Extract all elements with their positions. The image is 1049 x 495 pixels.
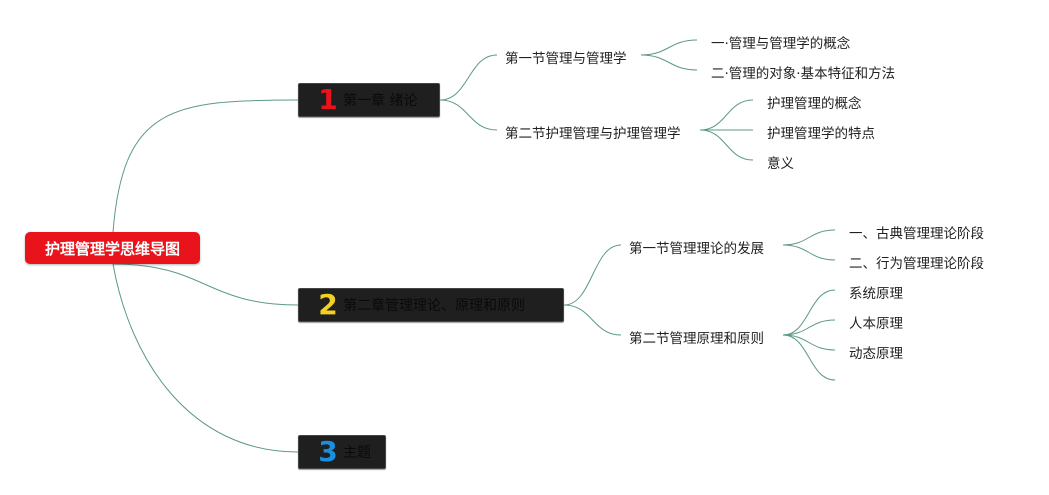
connector-s2-item — [699, 129, 754, 161]
connector-root-ch3 — [112, 263, 299, 453]
chapter-2-node[interactable]: 2 第二章管理理论、原理和原则 — [298, 288, 564, 322]
chapter-1-number: 1 — [318, 83, 338, 116]
connector-ch2-s2 — [563, 304, 622, 336]
chapter-3-label: 主题 — [343, 445, 371, 461]
topic-label: 护理管理的概念 — [767, 96, 862, 112]
topic-item[interactable]: 动态原理 — [849, 342, 903, 362]
section-1-2[interactable]: 第二节护理管理与护理管理学 — [505, 122, 681, 142]
topic-label: 系统原理 — [849, 286, 903, 302]
topic-label: 一·管理与管理学的概念 — [711, 36, 851, 52]
topic-item[interactable]: 二、行为管理理论阶段 — [849, 252, 984, 272]
topic-label: 人本原理 — [849, 316, 903, 332]
connector-s3-item — [782, 229, 836, 246]
connector-root-ch2 — [112, 263, 299, 306]
chapter-2-number: 2 — [318, 288, 338, 321]
connector-s3-item — [782, 244, 836, 261]
topic-label: 意义 — [767, 156, 794, 172]
topic-item[interactable]: 人本原理 — [849, 312, 903, 332]
root-label: 护理管理学思维导图 — [44, 239, 180, 258]
connector-ch2-s1 — [563, 244, 622, 306]
connector-root-ch1 — [112, 99, 299, 233]
section-2-1-label: 第一节管理理论的发展 — [629, 241, 764, 257]
topic-label: 二·管理的对象·基本特征和方法 — [711, 66, 896, 82]
chapter-1-label: 第一章 绪论 — [343, 93, 418, 109]
topic-item[interactable]: 一、古典管理理论阶段 — [849, 222, 984, 242]
chapter-2-label: 第二章管理理论、原理和原则 — [343, 298, 525, 314]
chapter-1-node[interactable]: 1 第一章 绪论 — [298, 83, 440, 117]
connector-ch1-s1 — [439, 54, 498, 101]
connector-ch1-s2 — [439, 99, 498, 131]
topic-label: 二、行为管理理论阶段 — [849, 256, 984, 272]
connector-s1-item — [640, 39, 698, 56]
section-2-2[interactable]: 第二节管理原理和原则 — [629, 327, 764, 347]
topic-item[interactable]: 护理管理的概念 — [767, 92, 862, 112]
topic-label: 动态原理 — [849, 346, 903, 362]
section-2-1[interactable]: 第一节管理理论的发展 — [629, 237, 764, 257]
connector-s1-item — [640, 54, 698, 71]
connector-s4-item — [782, 334, 836, 351]
chapter-3-number: 3 — [318, 435, 338, 468]
topic-item[interactable]: 一·管理与管理学的概念 — [711, 32, 850, 52]
topic-item[interactable]: 系统原理 — [849, 282, 903, 302]
topic-item[interactable]: 意义 — [767, 152, 794, 172]
chapter-3-node[interactable]: 3 主题 — [298, 435, 386, 469]
connector-s4-item — [782, 289, 836, 336]
topic-label: 一、古典管理理论阶段 — [849, 226, 984, 242]
section-1-1-label: 第一节管理与管理学 — [505, 51, 627, 67]
section-1-2-label: 第二节护理管理与护理管理学 — [505, 126, 681, 142]
connector-s4-item — [782, 319, 836, 336]
topic-label: 护理管理学的特点 — [767, 126, 875, 142]
connector-s2-item — [699, 99, 754, 131]
topic-item[interactable]: 护理管理学的特点 — [767, 122, 875, 142]
topic-item[interactable]: 二·管理的对象·基本特征和方法 — [711, 62, 895, 82]
root-node[interactable]: 护理管理学思维导图 — [25, 232, 200, 264]
section-2-2-label: 第二节管理原理和原则 — [629, 331, 764, 347]
connector-s4-item — [782, 334, 836, 381]
section-1-1[interactable]: 第一节管理与管理学 — [505, 47, 627, 67]
